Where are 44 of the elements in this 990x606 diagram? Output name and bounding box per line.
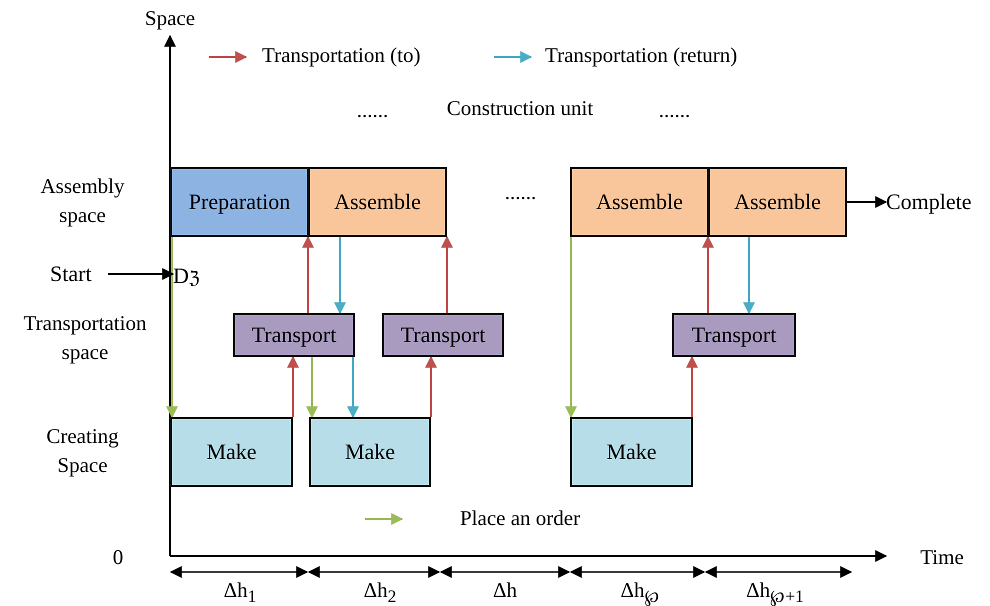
row-label: Transportation space — [22, 310, 148, 366]
process-box: Transport — [233, 313, 355, 357]
process-box: Assemble — [308, 167, 447, 237]
arrow — [425, 356, 437, 417]
legend-label: Place an order — [460, 506, 580, 531]
arrow — [306, 357, 318, 418]
row-label: Assembly space — [40, 173, 126, 230]
dimension-label: Δh$_{℘}$ — [619, 577, 660, 606]
process-box: Assemble — [708, 167, 847, 237]
axis-label: Space — [144, 5, 196, 32]
dimension-label: Δh — [492, 577, 518, 604]
arrow — [302, 236, 314, 313]
arrow — [334, 237, 346, 314]
row-label: Creating Space — [45, 423, 120, 480]
dimension-label: Δh$_{2}$ — [362, 577, 398, 606]
process-box: Transport — [672, 313, 796, 357]
process-box: Transport — [382, 313, 504, 357]
process-box: Preparation — [170, 167, 309, 237]
arrow — [743, 237, 755, 314]
arrow — [565, 237, 577, 418]
legend-label: Transportation (return) — [545, 43, 738, 68]
ellipsis: ...... — [658, 97, 692, 124]
arrow — [166, 237, 178, 418]
axis-label: 0 — [112, 544, 124, 571]
axis-label: Time — [919, 544, 965, 571]
annotation-text: Construction unit — [446, 95, 594, 122]
ellipsis: ...... — [356, 97, 390, 124]
arrow — [686, 356, 698, 417]
process-box: Make — [570, 417, 693, 487]
arrow — [441, 236, 453, 313]
process-box: Make — [170, 417, 293, 487]
process-box: Make — [309, 417, 431, 487]
ellipsis: ...... — [504, 179, 538, 206]
arrow — [347, 357, 359, 418]
dimension-label: Δh$_{1}$ — [222, 577, 258, 606]
arrow — [702, 236, 714, 313]
process-box: Assemble — [570, 167, 709, 237]
arrow — [287, 356, 299, 417]
start-label: Start — [50, 260, 108, 288]
arrow — [847, 196, 888, 208]
arrow — [108, 268, 174, 280]
legend-label: Transportation (to) — [262, 43, 420, 68]
end-label: Complete — [886, 188, 990, 216]
dimension-label: Δh$_{℘+1}$ — [745, 577, 805, 606]
